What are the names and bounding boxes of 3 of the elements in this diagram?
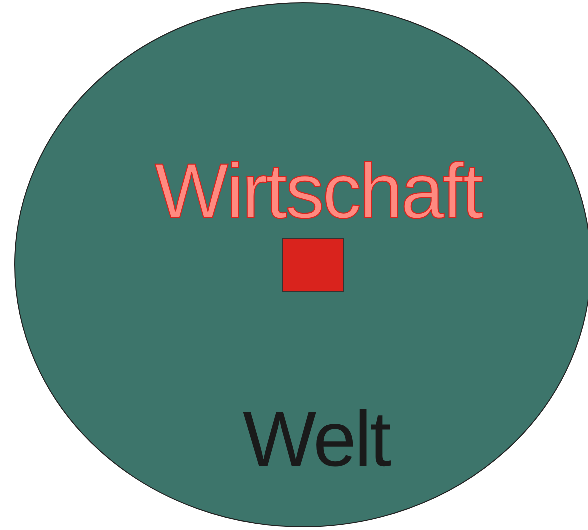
heading-label: Wirtschaft (155, 152, 482, 230)
ellipse-region (14, 2, 588, 528)
region-label: Welt (243, 400, 390, 478)
